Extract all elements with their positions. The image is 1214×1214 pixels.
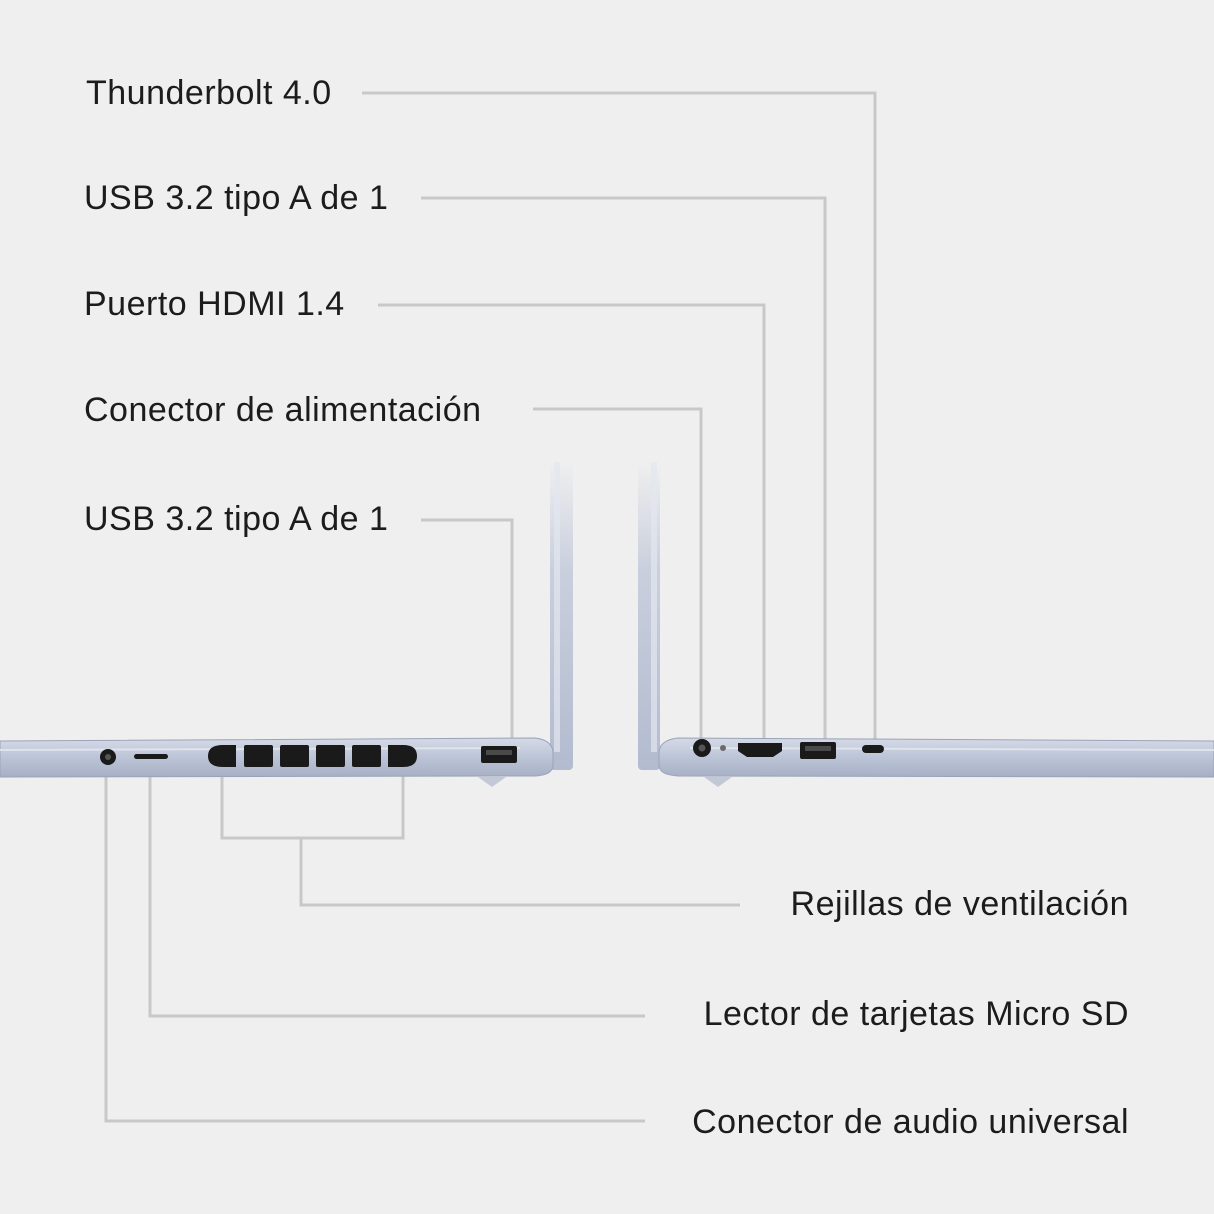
leader-line-vents xyxy=(299,838,740,907)
leader-line-thunderbolt xyxy=(362,91,877,749)
leader-line-usb-left xyxy=(421,518,514,744)
vent-grilles xyxy=(208,745,417,767)
label-thunderbolt: Thunderbolt 4.0 xyxy=(86,74,332,112)
leader-lines-bottom xyxy=(104,758,740,1123)
label-power: Conector de alimentación xyxy=(84,391,482,429)
leader-line-power xyxy=(533,407,703,745)
thunderbolt-port xyxy=(862,745,884,753)
hdmi-port xyxy=(738,743,782,757)
label-vents: Rejillas de ventilación xyxy=(790,885,1129,923)
leader-line-usb-right xyxy=(421,196,827,745)
label-audio: Conector de audio universal xyxy=(692,1103,1129,1141)
left-lid xyxy=(550,462,573,770)
label-usb-right: USB 3.2 tipo A de 1 xyxy=(84,179,389,217)
leader-line-audio xyxy=(104,760,645,1123)
laptop-right-side xyxy=(638,462,1214,787)
left-base xyxy=(0,737,554,778)
leader-line-vents-bracket xyxy=(220,760,405,840)
leader-line-microsd xyxy=(148,758,645,1018)
laptop-left-side xyxy=(0,462,573,787)
label-microsd: Lector de tarjetas Micro SD xyxy=(703,995,1129,1033)
leader-line-hdmi xyxy=(378,303,766,745)
leader-lines-top xyxy=(362,91,877,749)
label-usb-left: USB 3.2 tipo A de 1 xyxy=(84,500,389,538)
microsd-slot xyxy=(134,754,168,759)
label-hdmi: Puerto HDMI 1.4 xyxy=(84,285,345,323)
